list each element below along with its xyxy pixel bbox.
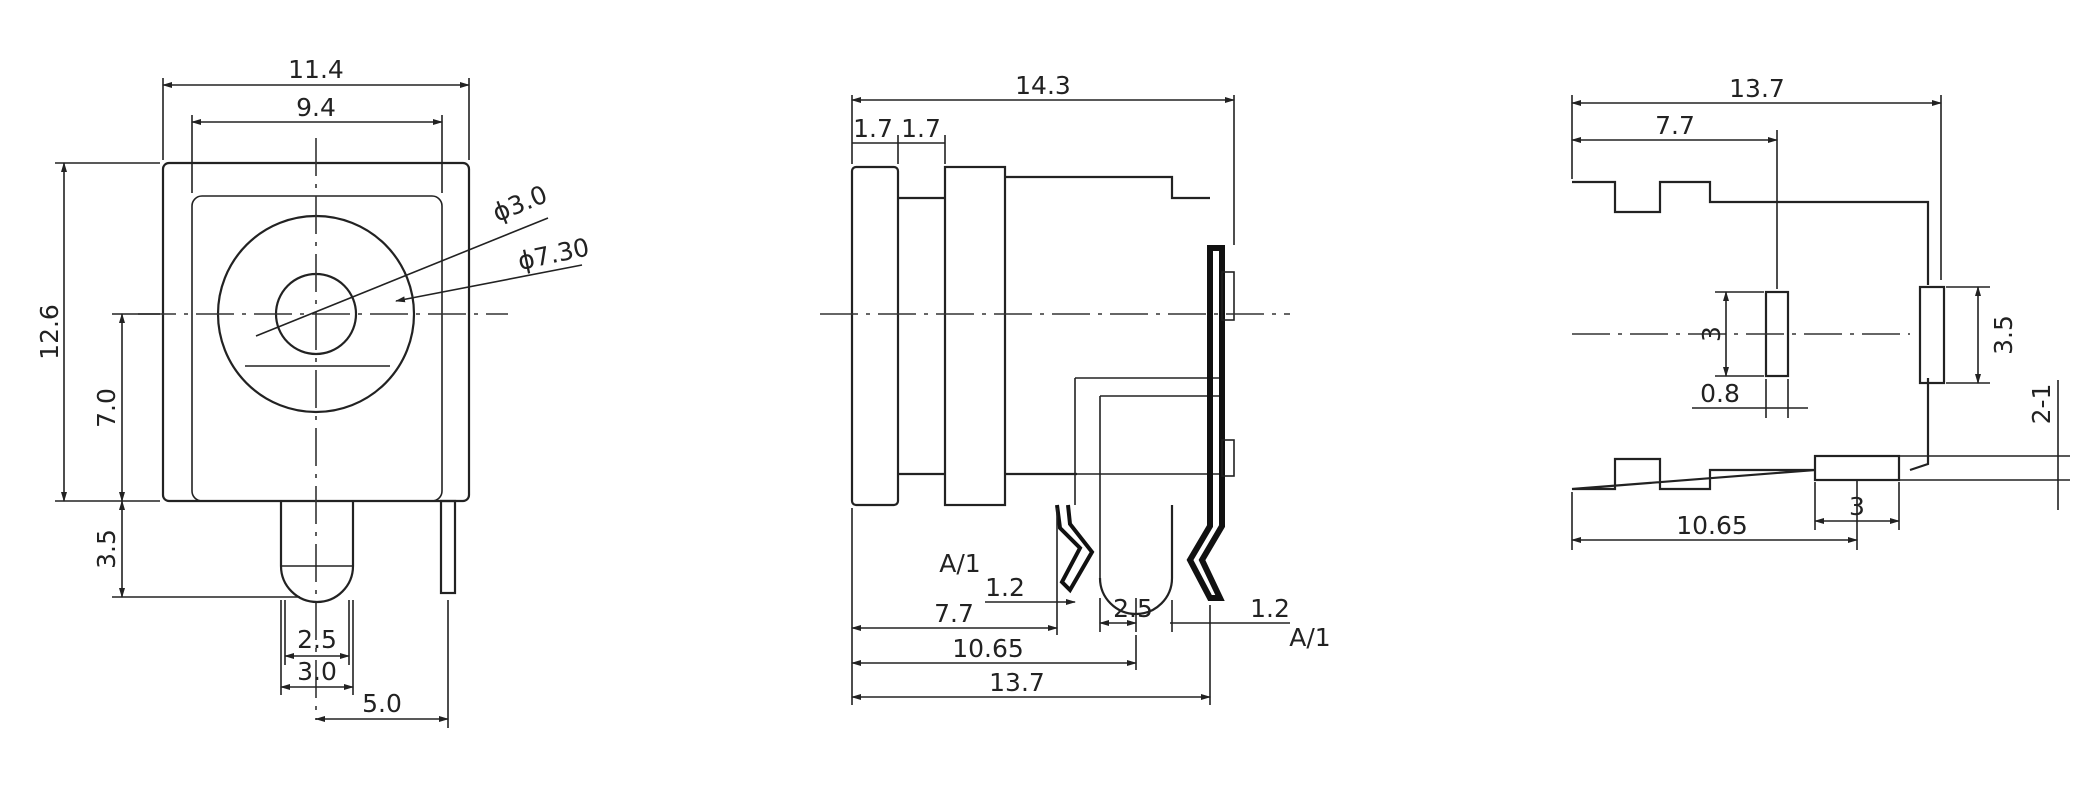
side-spring-tab-2 [1221, 439, 1235, 477]
dim-2-5-side-label: 2.5 [1113, 594, 1153, 623]
dim-7-0-label: 7.0 [92, 388, 121, 428]
bottom-slot-lower [1813, 454, 1901, 482]
side-spring-contact [1186, 245, 1225, 601]
side-spring-tab-1 [1221, 271, 1235, 321]
dim-9-4-label: 9.4 [296, 93, 336, 122]
dim-13-7-side-label: 13.7 [989, 668, 1045, 697]
detail-ref-left: A/1 [939, 549, 980, 578]
dim-5-0-label: 5.0 [362, 689, 402, 718]
leader-dia-3-0 [255, 217, 549, 337]
dim-14-3-label: 14.3 [1015, 71, 1071, 100]
dim-1-7-a-label: 1.7 [853, 114, 893, 143]
dim-dia-7-30-label: ϕ7.30 [515, 233, 592, 276]
dim-3-5-label: 3.5 [92, 529, 121, 569]
side-small-pin [1055, 504, 1095, 594]
side-body [1005, 175, 1210, 476]
side-view: 14.3 1.7 1.7 1.2 A/1 2.5 1.2 A/1 7.7 10.… [820, 71, 1331, 705]
bottom-view: 13.7 7.7 3 0.8 3.5 2-1 3 10.65 [1571, 74, 2070, 550]
dim-0-8-label: 0.8 [1700, 379, 1740, 408]
dim-3-5-bottom-label: 3.5 [1989, 315, 2018, 355]
dim-2-1-label: 2-1 [2027, 384, 2056, 425]
front-view: 11.4 9.4 12.6 7.0 3.5 2.5 3.0 5.0 [35, 55, 592, 728]
bottom-slot-right [1918, 285, 1946, 385]
dim-11-4-label: 11.4 [288, 55, 344, 84]
side-round-pin [1098, 505, 1174, 616]
dim-3-0-label: 3.0 [297, 657, 337, 686]
dim-10-65-side-label: 10.65 [952, 634, 1024, 663]
dim-7-7-bottom-label: 7.7 [1655, 111, 1695, 140]
bottom-body-outline [1571, 180, 1930, 491]
dim-1-7-b-label: 1.7 [901, 114, 941, 143]
dim-1-2-right-label: 1.2 [1250, 594, 1290, 623]
front-body-inner [191, 195, 443, 502]
side-flange-front [850, 165, 900, 507]
detail-ref-right: A/1 [1289, 623, 1330, 652]
leader-dia-7-30 [395, 264, 583, 303]
dim-7-7-side-label: 7.7 [934, 599, 974, 628]
dim-10-65-bottom-label: 10.65 [1676, 511, 1748, 540]
front-center-pin [279, 501, 355, 604]
dim-1-2-left-label: 1.2 [985, 573, 1025, 602]
side-body-step [1074, 377, 1220, 578]
side-flange-mid [943, 165, 1007, 507]
dim-2-5-label: 2.5 [297, 625, 337, 654]
dim-13-7-bottom-label: 13.7 [1729, 74, 1785, 103]
dim-12-6-label: 12.6 [35, 304, 64, 360]
dim-3-slot-label: 3 [1697, 326, 1726, 342]
front-side-pin [439, 499, 457, 595]
